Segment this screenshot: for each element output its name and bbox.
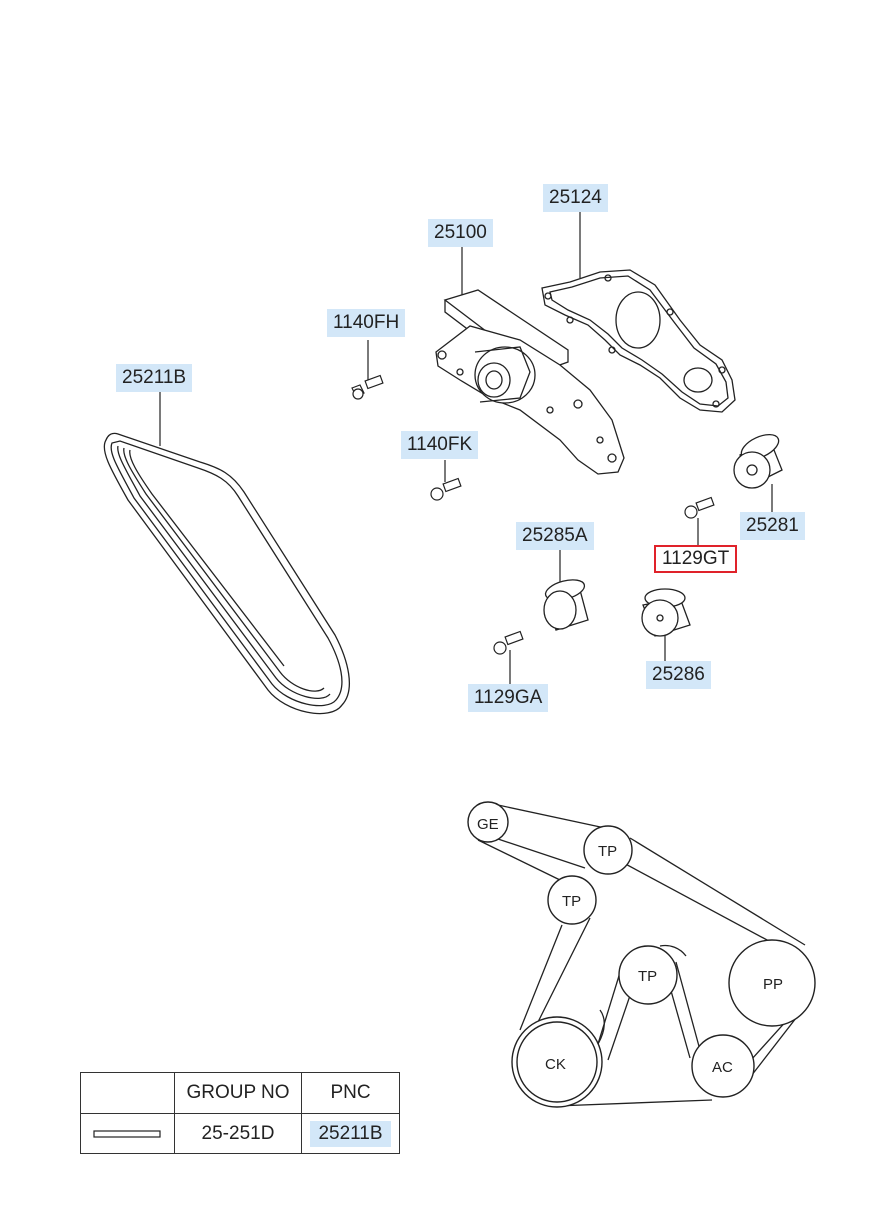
pulley-labels: GE TP TP TP PP CK AC <box>477 816 783 1076</box>
water-pump-drawing <box>435 289 625 475</box>
part-label-1129ga[interactable]: 1129GA <box>468 684 549 712</box>
pnc-link[interactable]: 25211B <box>310 1120 391 1147</box>
v-belt-drawing <box>103 432 350 715</box>
group-table: GROUP NO PNC 25-251D 25211B <box>80 1072 400 1154</box>
pulley-label-tp2: TP <box>562 893 581 910</box>
part-label-25281[interactable]: 25281 <box>740 512 805 540</box>
pulley-label-tp3: TP <box>638 968 657 985</box>
pnc-header: PNC <box>301 1072 400 1114</box>
idler-pulley-25281-drawing <box>733 433 783 489</box>
pulley-label-tp1: TP <box>598 843 617 860</box>
bolt-1129gt-drawing <box>684 496 715 519</box>
idler-pulley-25286-drawing <box>641 588 691 637</box>
pulley-circles <box>467 801 816 1108</box>
part-label-25211b[interactable]: 25211B <box>116 364 193 392</box>
part-label-25124[interactable]: 25124 <box>543 184 608 212</box>
part-label-1140fk[interactable]: 1140FK <box>401 431 479 459</box>
part-label-25285a[interactable]: 25285A <box>516 522 594 550</box>
group-no-header: GROUP NO <box>174 1072 302 1114</box>
bolt-1140fh-drawing <box>351 374 384 400</box>
belt-symbol-icon <box>92 1129 161 1138</box>
bolt-drawings <box>351 374 715 655</box>
pulley-label-pp: PP <box>763 976 783 993</box>
belt-symbol-cell <box>80 1113 175 1154</box>
part-label-25286[interactable]: 25286 <box>646 661 711 689</box>
part-label-1140fh[interactable]: 1140FH <box>327 309 406 337</box>
bolt-1140fk-drawing <box>430 477 462 501</box>
part-label-1129gt[interactable]: 1129GT <box>654 545 738 573</box>
pnc-cell: 25211B <box>301 1113 400 1154</box>
pulley-label-ge: GE <box>477 816 499 833</box>
pulley-label-ck: CK <box>545 1056 566 1073</box>
group-no-cell: 25-251D <box>174 1113 302 1154</box>
pulley-label-ac: AC <box>712 1059 733 1076</box>
gasket-drawing <box>541 269 736 413</box>
part-label-25100[interactable]: 25100 <box>428 219 493 247</box>
table-blank-header <box>80 1072 175 1114</box>
idler-pulley-25285a-drawing <box>543 579 589 631</box>
bolt-1129ga-drawing <box>493 630 524 655</box>
